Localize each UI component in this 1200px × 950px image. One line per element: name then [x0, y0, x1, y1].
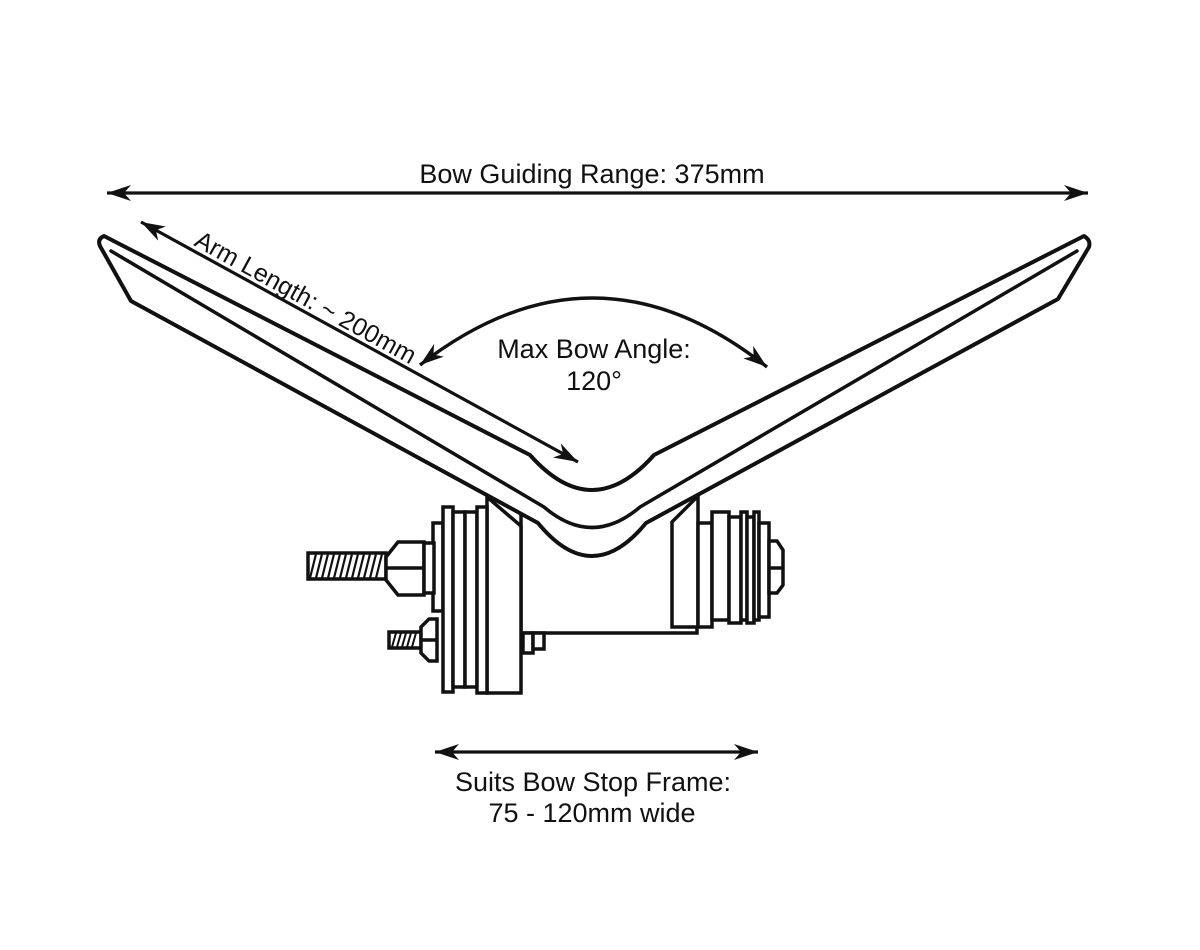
left-washer-5	[475, 505, 489, 695]
max-bow-angle-arc	[418, 296, 769, 369]
lower-bolt-threads	[391, 632, 417, 648]
bow-guiding-range-label: Bow Guiding Range: 375mm	[419, 159, 764, 189]
lower-bolt	[387, 617, 439, 663]
right-washer-1	[696, 521, 714, 629]
max-bow-angle-label: Max Bow Angle:	[497, 334, 691, 364]
left-washer-stack	[431, 505, 489, 695]
right-washer-stack	[696, 510, 771, 629]
bow-guide-arms	[97, 234, 1092, 558]
bow-stop-frame-label: Suits Bow Stop Frame:	[455, 767, 731, 797]
bumper-highlight-line	[109, 249, 1079, 530]
upper-bolt	[306, 540, 436, 597]
right-clamp-plate	[670, 491, 700, 629]
arm-length-arrow	[140, 220, 579, 464]
left-washer-3	[451, 510, 467, 689]
max-bow-angle-value: 120°	[566, 366, 622, 396]
right-bolt-head	[767, 539, 785, 595]
upper-bolt-washer	[422, 541, 436, 595]
upper-bolt-threads	[308, 553, 384, 579]
right-washer-2	[710, 510, 731, 622]
right-washer-3	[727, 515, 743, 625]
bumper-outline	[97, 234, 1092, 558]
left-washer-4	[463, 510, 479, 689]
left-clamp-plate	[485, 493, 523, 695]
bow-stop-frame-value: 75 - 120mm wide	[488, 798, 695, 828]
bracket-lower-notch-step	[531, 631, 546, 651]
